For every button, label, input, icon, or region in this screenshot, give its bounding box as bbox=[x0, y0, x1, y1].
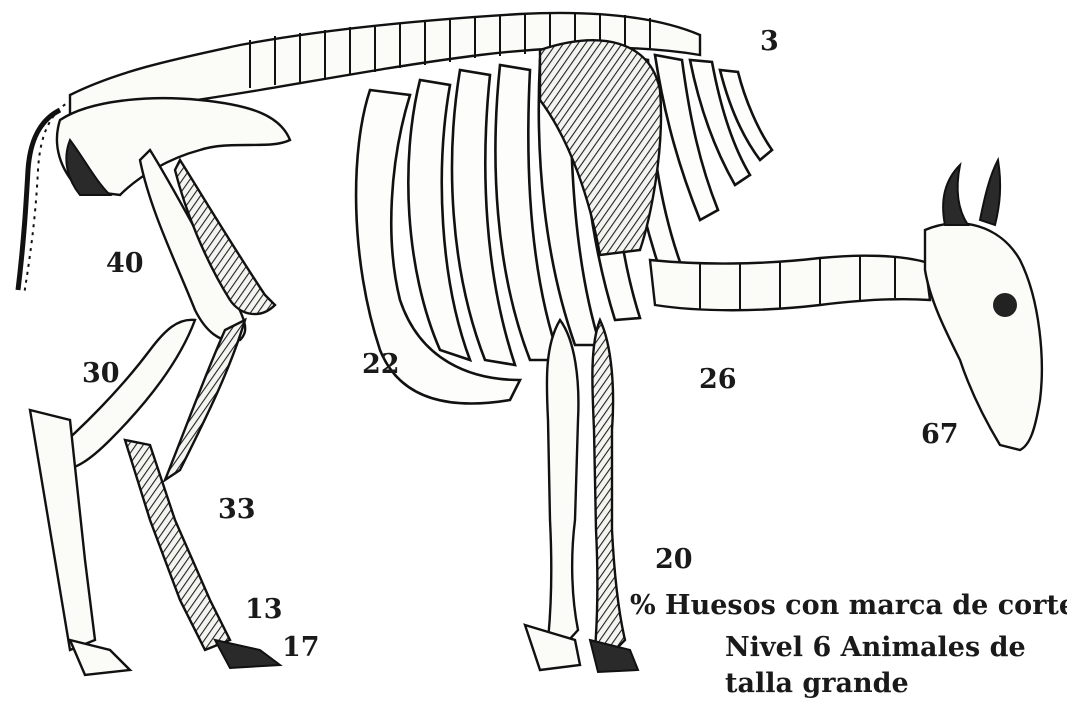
caption-line-3: talla grande bbox=[725, 668, 909, 700]
caption-line-1: % Huesos con marca de corte bbox=[630, 590, 1067, 622]
cervical-vertebrae bbox=[650, 255, 930, 310]
label-tibia: 30 bbox=[82, 360, 120, 387]
label-humerus: 26 bbox=[699, 366, 737, 393]
label-phalanx-2: 17 bbox=[282, 634, 320, 661]
label-femur: 40 bbox=[106, 250, 144, 277]
label-metatarsal: 33 bbox=[218, 496, 256, 523]
hind-legs bbox=[30, 150, 280, 675]
label-metacarpal: 20 bbox=[655, 546, 693, 573]
skull bbox=[925, 160, 1042, 450]
label-caudal: 3 bbox=[760, 28, 779, 55]
label-thorax: 22 bbox=[362, 351, 400, 378]
front-legs bbox=[525, 320, 638, 672]
pelvis bbox=[57, 98, 290, 195]
label-skull: 67 bbox=[921, 421, 959, 448]
label-phalanx-1: 13 bbox=[245, 596, 283, 623]
caption-line-2: Nivel 6 Animales de bbox=[725, 632, 1026, 664]
